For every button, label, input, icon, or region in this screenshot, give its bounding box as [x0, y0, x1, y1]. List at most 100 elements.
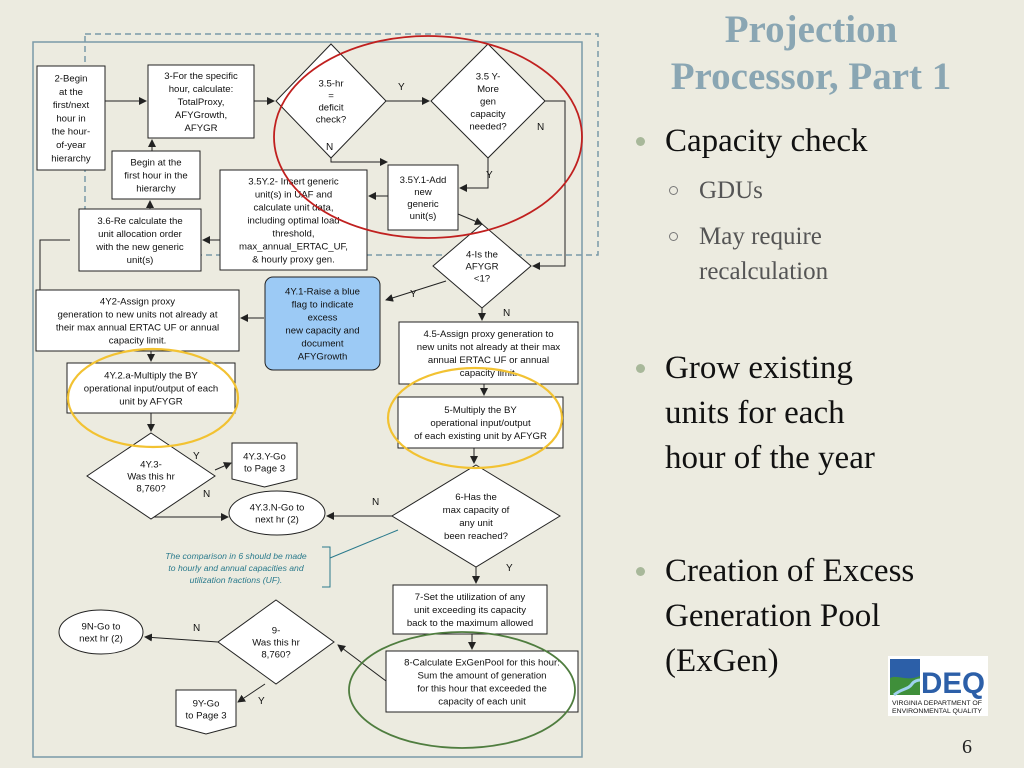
- diagram-outer-frame: [32, 41, 583, 758]
- n7-text-line: back to the maximum allowed: [407, 618, 533, 629]
- n2-text-line: 2-Begin: [54, 73, 87, 84]
- n35y1-text-line: 3.5Y.1-Add: [400, 175, 447, 186]
- n8-text-line: 8-Calculate ExGenPool for this hour:: [404, 657, 560, 668]
- node-6-max-capacity-reached-shape: [391, 464, 561, 568]
- n9-text-line: 8,760?: [261, 649, 290, 660]
- n4y1-text-line: 4Y.1-Raise a blue: [285, 286, 360, 297]
- n35y-text-line: 3.5 Y-: [476, 71, 501, 82]
- arrow-9-no: [144, 633, 219, 643]
- n3-text-line: AFYGR: [184, 123, 217, 134]
- logo-line1: VIRGINIA DEPARTMENT OF: [892, 701, 982, 707]
- branch-label: N: [537, 122, 544, 133]
- bullet-dot-icon: [636, 137, 645, 146]
- branch-label: Y: [486, 170, 493, 181]
- n4y1-text-line: excess: [308, 312, 338, 323]
- arrow-4y3-yes: [214, 462, 232, 471]
- n3-text-line: AFYGrowth,: [175, 110, 227, 121]
- begin_first-text-line: Begin at the: [130, 157, 181, 168]
- n4y1-text-line: flag to indicate: [292, 299, 354, 310]
- n35y2-text-line: unit(s) in UAF and: [255, 189, 332, 200]
- logo-mark: DEQ: [921, 667, 985, 700]
- sub-bullet-text: GDUs: [699, 177, 763, 204]
- n3-text-line: TotalProxy,: [178, 97, 225, 108]
- capacity-check-ellipse: [273, 35, 583, 239]
- node-7-set-utilization-shape: [392, 584, 548, 635]
- n35-text-line: deficit: [318, 102, 343, 113]
- highlight-ellipses: [66, 35, 583, 749]
- arrow-3-5-no: [330, 158, 388, 166]
- node-8-calculate-exgen-pool-shape: [385, 650, 579, 713]
- n2-text-line: hierarchy: [51, 153, 91, 164]
- multiply-by-afygr-ellipse-left: [66, 347, 240, 449]
- n35y2-text-line: threshold,: [272, 228, 314, 239]
- n35-text-line: 3.5-hr: [318, 78, 344, 89]
- n4y2-text-line: generation to new units not already at: [57, 309, 217, 320]
- n7-text-line: unit exceeding its capacity: [414, 605, 526, 616]
- note-text-line: to hourly and annual capacities and: [168, 563, 303, 573]
- branch-label: Y: [193, 451, 200, 462]
- page-number: 6: [962, 736, 972, 758]
- n35y2-text-line: max_annual_ERTAC_UF,: [239, 241, 348, 252]
- bullet-text-line1: Grow existing: [665, 350, 853, 386]
- n9-text-line: 9-: [272, 625, 281, 636]
- n36-text-line: 3.6-Re calculate the: [97, 216, 182, 227]
- bullet-text-line2: Generation Pool: [665, 598, 881, 634]
- n9n-text-line: next hr (2): [79, 633, 123, 644]
- n4y3n-text-line: 4Y.3.N-Go to: [250, 502, 305, 513]
- n35-text-line: =: [328, 90, 334, 101]
- sub-bullet-ring-icon: [669, 232, 678, 241]
- n35y-text-line: capacity: [470, 109, 505, 120]
- node-3-calculate-shape: [147, 64, 255, 139]
- n4y1-text-line: document: [301, 338, 343, 349]
- node-9-was-this-hr-8760: 9-Was this hr8,760?: [217, 599, 335, 685]
- multiply-by-afygr-ellipse-right: [386, 366, 564, 470]
- n45-text-line: new units not already at their max: [417, 342, 561, 353]
- arrow-9-yes: [237, 683, 266, 703]
- n4y3-text-line: 8,760?: [136, 483, 165, 494]
- n35y-text-line: More: [477, 84, 499, 95]
- n2-text-line: at the: [59, 87, 83, 98]
- n4y3y-text-line: 4Y.3.Y-Go: [243, 451, 286, 462]
- n45-text-line: capacity limit.: [460, 368, 518, 379]
- node-3-5y1-add-generic-units-shape: [387, 164, 459, 231]
- n5-text-line: operational input/output: [430, 418, 531, 429]
- n9y-text-line: to Page 3: [185, 710, 226, 721]
- n2-text-line: the hour-: [52, 127, 90, 138]
- node-4-5-assign-proxy-generation-shape: [398, 321, 579, 385]
- n36-text-line: unit(s): [127, 255, 154, 266]
- n4y2-text-line: capacity limit.: [109, 335, 167, 346]
- n7-text-line: 7-Set the utilization of any: [415, 592, 526, 603]
- n5-text-line: 5-Multiply the BY: [444, 405, 517, 416]
- branch-label: N: [503, 308, 510, 319]
- begin_first-text-line: first hour in the: [124, 170, 187, 181]
- bullet-dot-icon: [636, 364, 645, 373]
- slide-title: Projection Processor, Part 1: [606, 6, 1016, 100]
- logo-emblem-river: [893, 678, 921, 697]
- n35y2-text-line: including optimal load: [247, 215, 339, 226]
- branch-label: Y: [506, 563, 513, 574]
- n3-text-line: hour, calculate:: [169, 84, 234, 95]
- branch-label: Y: [398, 82, 405, 93]
- node-4y3y-go-to-page-3-shape: [231, 442, 298, 488]
- bullet-text-line2: units for each: [665, 395, 845, 431]
- node-5-multiply-by-afygr-shape: [397, 396, 564, 449]
- n6-text-line: max capacity of: [443, 505, 510, 516]
- n35y-text-line: gen: [480, 96, 496, 107]
- branch-label: Y: [410, 289, 417, 300]
- node-4-is-afygr-less-than-1-shape: [432, 223, 532, 309]
- n4y2-text-line: 4Y2-Assign proxy: [100, 296, 175, 307]
- node-begin-first-hour-shape: [111, 150, 201, 200]
- n35y2-text-line: calculate unit data,: [253, 202, 333, 213]
- arrow-add-to-4: [457, 213, 483, 225]
- bullet-text-line1: Creation of Excess: [665, 553, 915, 589]
